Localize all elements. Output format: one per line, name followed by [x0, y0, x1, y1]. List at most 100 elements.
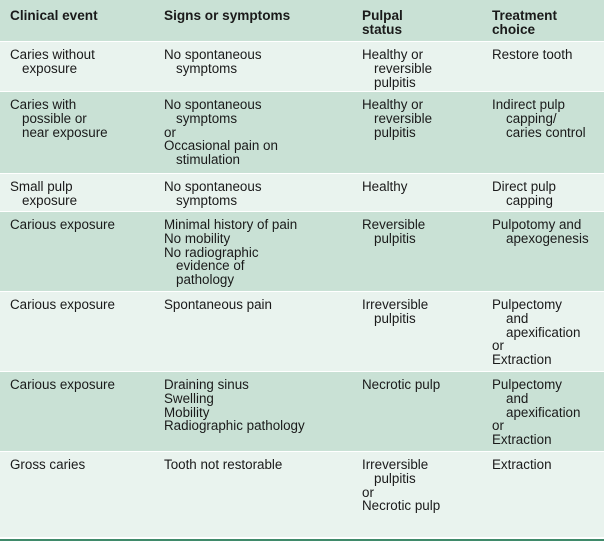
cell-line: pulpitis — [374, 124, 416, 140]
cell-line: exposure — [22, 60, 78, 76]
cell-line: No spontaneous — [164, 179, 262, 194]
cell-line: Carious exposure — [10, 297, 115, 312]
cell-line: pulpitis — [374, 74, 416, 90]
header-treatment-choice-line: Treatment — [492, 8, 557, 23]
cell-line: and — [506, 390, 529, 406]
cell-line: Small pulp — [10, 179, 73, 194]
cell-line: Caries with — [10, 97, 77, 112]
cell-signs-or-symptoms: Spontaneous pain — [164, 298, 354, 312]
cell-line: pulpitis — [374, 230, 416, 246]
cell-line: Healthy or — [362, 47, 424, 62]
cell-line: Occasional pain on — [164, 138, 278, 154]
cell-line: or — [362, 484, 374, 500]
cell-line: symptoms — [176, 192, 238, 208]
cell-line: Direct pulp — [492, 179, 557, 194]
cell-line: No mobility — [164, 230, 231, 246]
cell-line: No spontaneous — [164, 47, 262, 62]
header-treatment-choice: Treatment choice — [492, 9, 604, 37]
cell-line: pulpitis — [374, 310, 416, 326]
cell-clinical-event: Carious exposure — [10, 218, 160, 232]
cell-line: Irreversible — [362, 297, 429, 312]
cell-line: Minimal history of pain — [164, 217, 298, 232]
cell-line: possible or — [22, 110, 87, 126]
cell-line: Mobility — [164, 404, 210, 420]
header-pulpal-status: Pulpal status — [362, 9, 486, 37]
cell-pulpal-status: Necrotic pulp — [362, 378, 486, 392]
header-clinical-event-text: Clinical event — [10, 8, 98, 23]
cell-line: apexification — [506, 404, 581, 420]
cell-line: caries control — [506, 124, 586, 140]
table-bottom-rule — [0, 539, 604, 541]
cell-line: stimulation — [176, 152, 241, 168]
cell-line: Radiographic pathology — [164, 418, 305, 434]
cell-line: Swelling — [164, 390, 214, 406]
cell-line: Restore tooth — [492, 47, 573, 62]
cell-line: apexogenesis — [506, 230, 589, 246]
cell-line: Draining sinus — [164, 377, 249, 392]
cell-line: Gross caries — [10, 457, 86, 472]
cell-line: symptoms — [176, 110, 238, 126]
table-header-row: Clinical event Signs or symptoms Pulpal … — [0, 0, 604, 42]
cell-line: Pulpotomy and — [492, 217, 582, 232]
cell-line: Irreversible — [362, 457, 429, 472]
cell-clinical-event: Carious exposure — [10, 298, 160, 312]
cell-line: apexification — [506, 324, 581, 340]
cell-line: No spontaneous — [164, 97, 262, 112]
cell-line: or — [492, 338, 504, 354]
cell-line: Pulpectomy — [492, 377, 562, 392]
header-clinical-event: Clinical event — [10, 9, 160, 23]
cell-line: or — [492, 418, 504, 434]
table-row: Carious exposure Spontaneous pain Irrevers… — [0, 292, 604, 372]
cell-line: Carious exposure — [10, 377, 115, 392]
cell-line: reversible — [374, 110, 433, 126]
table-row: Gross caries Tooth not restorable Irrevers… — [0, 452, 604, 538]
header-signs-text: Signs or symptoms — [164, 8, 291, 23]
cell-line: or — [164, 124, 176, 140]
cell-line: pulpitis — [374, 470, 416, 486]
cell-clinical-event: Carious exposure — [10, 378, 160, 392]
cell-line: capping/ — [506, 110, 557, 126]
cell-signs-or-symptoms: Tooth not restorable — [164, 458, 354, 472]
header-pulpal-status-line: status — [362, 21, 403, 37]
cell-line: Carious exposure — [10, 217, 115, 232]
cell-line: Extraction — [492, 432, 552, 448]
cell-line: evidence of — [176, 258, 245, 274]
cell-line: Extraction — [492, 352, 552, 368]
cell-line: Caries without — [10, 47, 95, 62]
cell-clinical-event: Gross caries — [10, 458, 160, 472]
cell-treatment-choice: Extraction — [492, 458, 604, 472]
cell-line: capping — [506, 192, 553, 208]
cell-line: exposure — [22, 192, 78, 208]
cell-line: Reversible — [362, 217, 426, 232]
cell-line: Healthy or — [362, 97, 424, 112]
header-signs-or-symptoms: Signs or symptoms — [164, 9, 354, 23]
cell-line: near exposure — [22, 124, 108, 140]
cell-line: pathology — [176, 272, 235, 288]
cell-line: No radiographic — [164, 244, 259, 260]
cell-treatment-choice: Restore tooth — [492, 48, 604, 62]
cell-line: Pulpectomy — [492, 297, 562, 312]
cell-line: Indirect pulp — [492, 97, 565, 112]
cell-pulpal-status: Healthy — [362, 180, 486, 194]
cell-line: Tooth not restorable — [164, 457, 283, 472]
cell-line: Necrotic pulp — [362, 377, 441, 392]
header-treatment-choice-line: choice — [492, 21, 536, 37]
